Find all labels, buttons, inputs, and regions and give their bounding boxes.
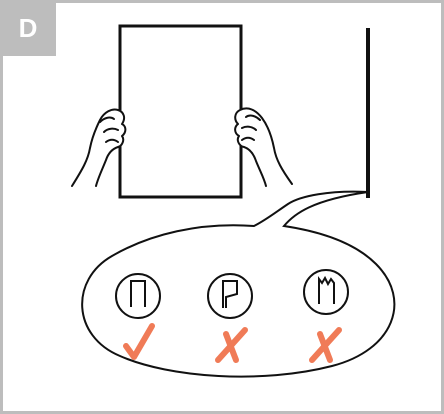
panel-label: D xyxy=(18,12,38,43)
detail-circle-folded xyxy=(207,273,253,319)
check-mark-icon xyxy=(123,323,155,360)
paper-sheet xyxy=(118,24,243,199)
cross-mark-icon xyxy=(215,327,248,363)
detail-circle-correct xyxy=(115,273,161,319)
panel-label-badge: D xyxy=(0,0,56,56)
left-hand-icon xyxy=(71,108,127,187)
right-hand-icon xyxy=(234,107,293,187)
detail-circle-torn xyxy=(303,269,349,315)
cross-mark-icon xyxy=(309,327,342,363)
